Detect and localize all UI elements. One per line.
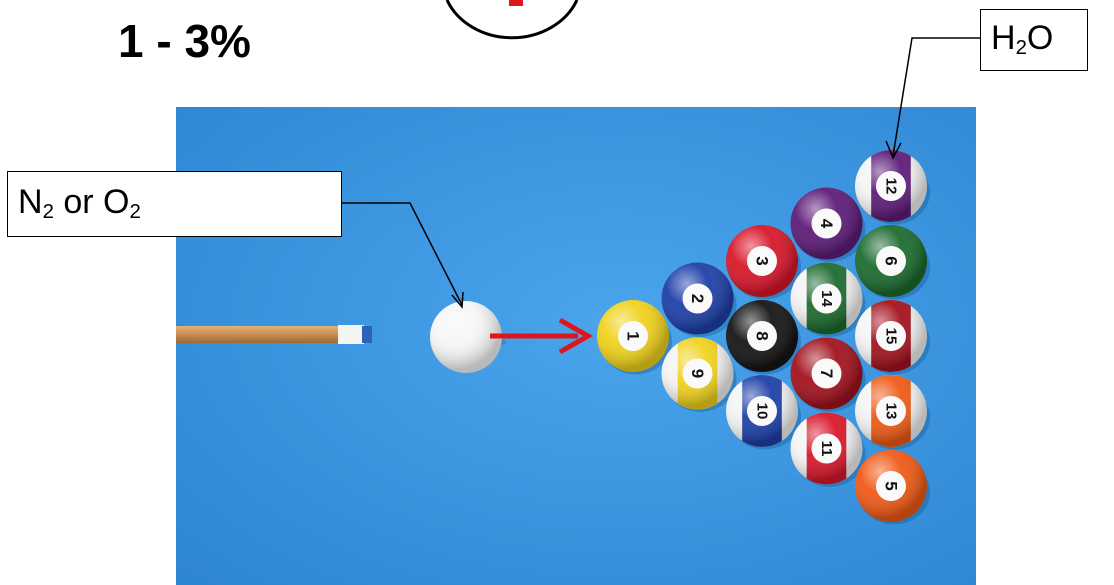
cue-stick (176, 325, 372, 344)
label-h2o-text: H2O (991, 19, 1054, 60)
ball-number-8: 8 (753, 331, 772, 340)
label-n2-or-o2-text: N2 or O2 (18, 183, 141, 224)
ball-13: 13 (855, 375, 930, 450)
ball-number-6: 6 (882, 256, 901, 265)
ball-number-11: 11 (818, 441, 835, 457)
ball-number-4: 4 (817, 219, 836, 229)
ball-9: 9 (661, 337, 737, 412)
leader-line-h2o (892, 37, 980, 157)
ball-number-10: 10 (754, 403, 771, 420)
partial-circle-outline (445, 0, 579, 40)
ball-number-9: 9 (688, 369, 707, 378)
partial-circle-red-mark (509, 0, 523, 6)
ball-number-2: 2 (688, 294, 707, 303)
ball-number-3: 3 (753, 256, 772, 265)
leader-arrowhead-n2o2 (451, 291, 464, 309)
ball-2: 2 (661, 262, 737, 337)
ball-number-15: 15 (883, 328, 900, 345)
label-h2o: H2O (980, 9, 1088, 71)
ball-7: 7 (790, 337, 866, 412)
ball-number-13: 13 (883, 403, 900, 420)
ball-1: 1 (597, 300, 672, 375)
ball-6: 6 (855, 225, 930, 300)
ball-10: 10 (726, 375, 801, 450)
ball-12: 12 (855, 150, 930, 225)
cue-ball (430, 301, 506, 373)
ball-number-7: 7 (817, 369, 836, 378)
ball-number-14: 14 (818, 290, 835, 307)
leader-arrowhead-h2o (885, 140, 902, 160)
ball-14: 14 (790, 262, 866, 337)
leader-lines (342, 37, 980, 309)
percentage-label: 1 - 3% (118, 15, 251, 67)
ball-3: 3 (726, 225, 801, 300)
ball-number-5: 5 (882, 481, 901, 490)
ball-number-1: 1 (624, 331, 643, 340)
ball-8: 8 (726, 300, 801, 375)
ball-number-12: 12 (883, 178, 900, 195)
leader-line-n2o2 (342, 202, 463, 306)
ball-15: 15 (855, 300, 930, 375)
impact-arrow (490, 317, 594, 355)
label-n2-or-o2: N2 or O2 (7, 171, 342, 237)
ball-5: 5 (855, 450, 930, 525)
ball-4: 4 (790, 187, 866, 262)
ball-11: 11 (790, 412, 866, 487)
